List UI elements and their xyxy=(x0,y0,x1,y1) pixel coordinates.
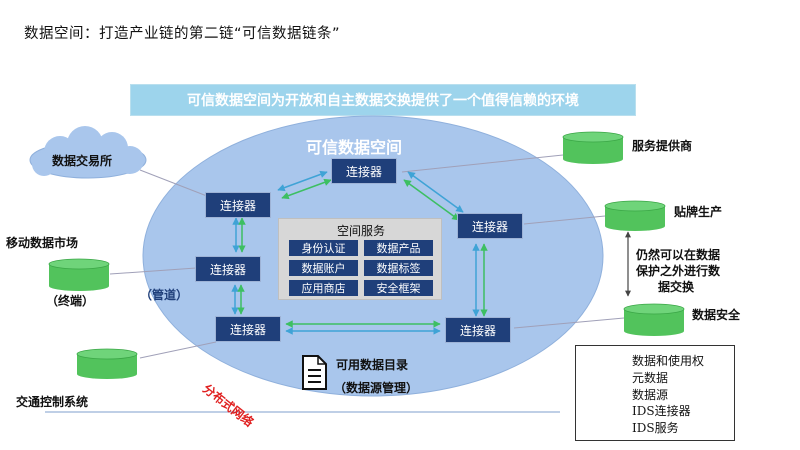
participant-exchange: 数据交易所 xyxy=(52,154,113,168)
cylinder-traffic xyxy=(76,348,138,379)
service-identity-auth: 身份认证 xyxy=(289,240,358,256)
connector-upper-left: 连接器 xyxy=(205,192,271,218)
participant-mobile-market: 移动数据市场 xyxy=(6,236,79,250)
space-services-title: 空间服务 xyxy=(336,224,385,238)
data-source-cylinders xyxy=(48,131,685,379)
slide-title: 数据空间：打造产业链的第二链“可信数据链条” xyxy=(24,26,341,42)
link-oem xyxy=(523,215,606,225)
link-data-security xyxy=(513,317,625,329)
participant-data-security: 数据安全 xyxy=(692,308,741,322)
connector-lower-right: 连接器 xyxy=(445,317,511,343)
side-note-line-1: 仍然可以在数据 xyxy=(636,248,721,262)
side-note-line-2: 保护之外进行数 xyxy=(636,264,721,278)
connector-middle-left: 连接器 xyxy=(195,256,261,282)
legend-label-ids-connector: IDS连接器 xyxy=(632,404,691,418)
legend-label-metadata: 元数据 xyxy=(632,371,669,385)
side-note-line-3: 据交换 xyxy=(658,280,695,294)
service-data-tag: 数据标签 xyxy=(364,260,433,276)
connector-top: 连接器 xyxy=(331,158,397,184)
banner: 可信数据空间为开放和自主数据交换提供了一个值得信赖的环境 xyxy=(130,84,636,116)
service-data-account: 数据账户 xyxy=(289,260,358,276)
link-traffic xyxy=(139,341,217,359)
service-app-store: 应用商店 xyxy=(289,280,358,296)
service-data-product: 数据产品 xyxy=(364,240,433,256)
cloud-shape xyxy=(29,126,147,179)
participant-terminal: （终端） xyxy=(46,294,95,308)
cylinder-oem xyxy=(604,200,666,231)
connector-upper-right: 连接器 xyxy=(457,213,523,239)
legend-label-data-source: 数据源 xyxy=(632,388,669,402)
legend xyxy=(575,345,735,441)
legend-label-data-rights: 数据和使用权 xyxy=(632,354,705,368)
catalog-subtitle: （数据源管理） xyxy=(334,381,419,395)
cylinder-mobile-market xyxy=(48,258,110,291)
document-icon xyxy=(302,355,327,390)
connector-lower-left: 连接器 xyxy=(215,316,281,342)
space-title: 可信数据空间 xyxy=(306,138,403,157)
pipe-label: （管道） xyxy=(140,288,189,302)
legend-label-ids-service: IDS服务 xyxy=(632,421,679,435)
data-arrows xyxy=(231,170,631,335)
space-services-panel: 空间服务 身份认证 数据产品 数据账户 数据标签 应用商店 安全框架 xyxy=(278,218,442,300)
link-mobile-market xyxy=(109,267,197,275)
link-service-provider xyxy=(401,154,564,173)
participant-service-provider: 服务提供商 xyxy=(632,139,693,153)
link-exchange xyxy=(139,169,213,199)
service-security-framework: 安全框架 xyxy=(364,280,433,296)
cylinder-data-security xyxy=(623,303,685,336)
catalog-title: 可用数据目录 xyxy=(336,358,409,372)
cylinder-service-provider xyxy=(562,131,624,164)
participant-oem: 贴牌生产 xyxy=(674,205,723,219)
participant-traffic: 交通控制系统 xyxy=(16,395,89,409)
